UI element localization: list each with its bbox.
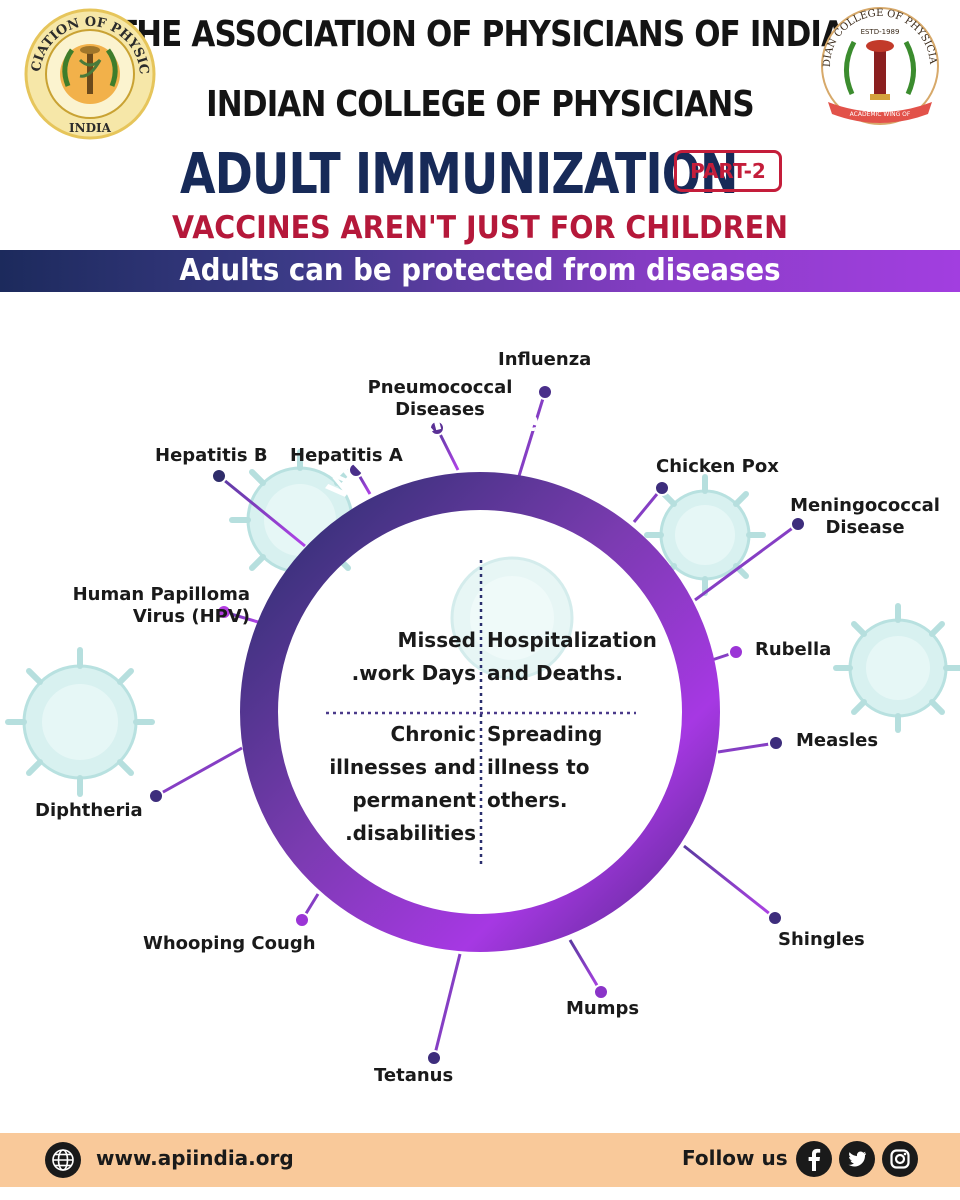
disease-meningococcal: Meningococcal Disease	[790, 495, 940, 538]
facebook-icon[interactable]	[795, 1140, 833, 1178]
spoke-dots	[148, 384, 806, 1066]
globe-icon[interactable]	[44, 1141, 82, 1179]
api-logo: ASSOCIATION OF PHYSICIANS INDIA	[20, 6, 156, 140]
risk-spreading-illness: Spreading illness to others.	[487, 722, 603, 812]
risk-chronic-illness: Chronic illnesses and permanent .disabil…	[329, 722, 476, 845]
part-badge: PART-2	[674, 150, 782, 192]
disease-hepatitis-a: Hepatitis A	[290, 445, 403, 466]
api-logo-bottom-text: INDIA	[69, 121, 112, 135]
risk-missed-work: Missed .work Days	[351, 628, 476, 685]
spoke-measles	[717, 741, 777, 754]
disease-hepatitis-b: Hepatitis B	[155, 445, 268, 466]
page-title: ADULT IMMUNIZATION	[180, 142, 738, 207]
title-row: ADULT IMMUNIZATION PART-2	[0, 142, 960, 207]
disease-hpv: Human Papilloma Virus (HPV)	[72, 584, 250, 627]
org-name-api: THE ASSOCIATION OF PHYSICIANS OF INDIA	[115, 14, 845, 55]
spoke-tetanus	[432, 953, 462, 1059]
disease-tetanus: Tetanus	[374, 1065, 454, 1086]
follow-us-label: Follow us	[682, 1146, 788, 1170]
website-link[interactable]: www.apiindia.org	[96, 1146, 294, 1170]
disease-whooping-cough: Whooping Cough	[143, 933, 316, 954]
banner	[0, 250, 960, 292]
risk-hospitalization: Hospitalization and Deaths.	[487, 628, 657, 685]
spokes	[155, 391, 799, 1059]
disease-shingles: Shingles	[778, 929, 865, 950]
icp-logo: INDIAN COLLEGE OF PHYSICIANS ESTD-1989 A…	[818, 4, 939, 125]
spoke-influenza	[517, 391, 547, 477]
disease-pneumococcal: Pneumococcal Diseases	[367, 377, 513, 420]
spoke-meningococcal	[694, 522, 799, 602]
icp-logo-ribbon: ACADEMIC WING OF	[850, 111, 911, 118]
icp-logo-est: ESTD-1989	[861, 28, 900, 36]
risk-ring	[240, 472, 720, 952]
disease-mumps: Mumps	[566, 998, 640, 1019]
instagram-icon[interactable]	[881, 1140, 919, 1178]
disease-influenza: Influenza	[498, 349, 592, 370]
disease-chicken-pox: Chicken Pox	[656, 456, 779, 477]
spoke-hepatitis-b	[218, 474, 306, 548]
spoke-mumps	[568, 939, 603, 993]
banner-text: Adults can be protected from diseases	[179, 253, 781, 288]
twitter-icon[interactable]	[838, 1140, 876, 1178]
disease-diphtheria: Diphtheria	[35, 800, 143, 821]
spoke-shingles	[683, 844, 776, 920]
org-name-icp: INDIAN COLLEGE OF PHYSICIANS	[206, 84, 755, 125]
subtitle: VACCINES AREN'T JUST FOR CHILDREN	[172, 210, 788, 246]
disease-rubella: Rubella	[755, 639, 832, 660]
disease-measles: Measles	[796, 730, 879, 751]
risk-ring-diagram: What Are The Risks?	[148, 384, 806, 1066]
spoke-diphtheria	[155, 746, 243, 798]
